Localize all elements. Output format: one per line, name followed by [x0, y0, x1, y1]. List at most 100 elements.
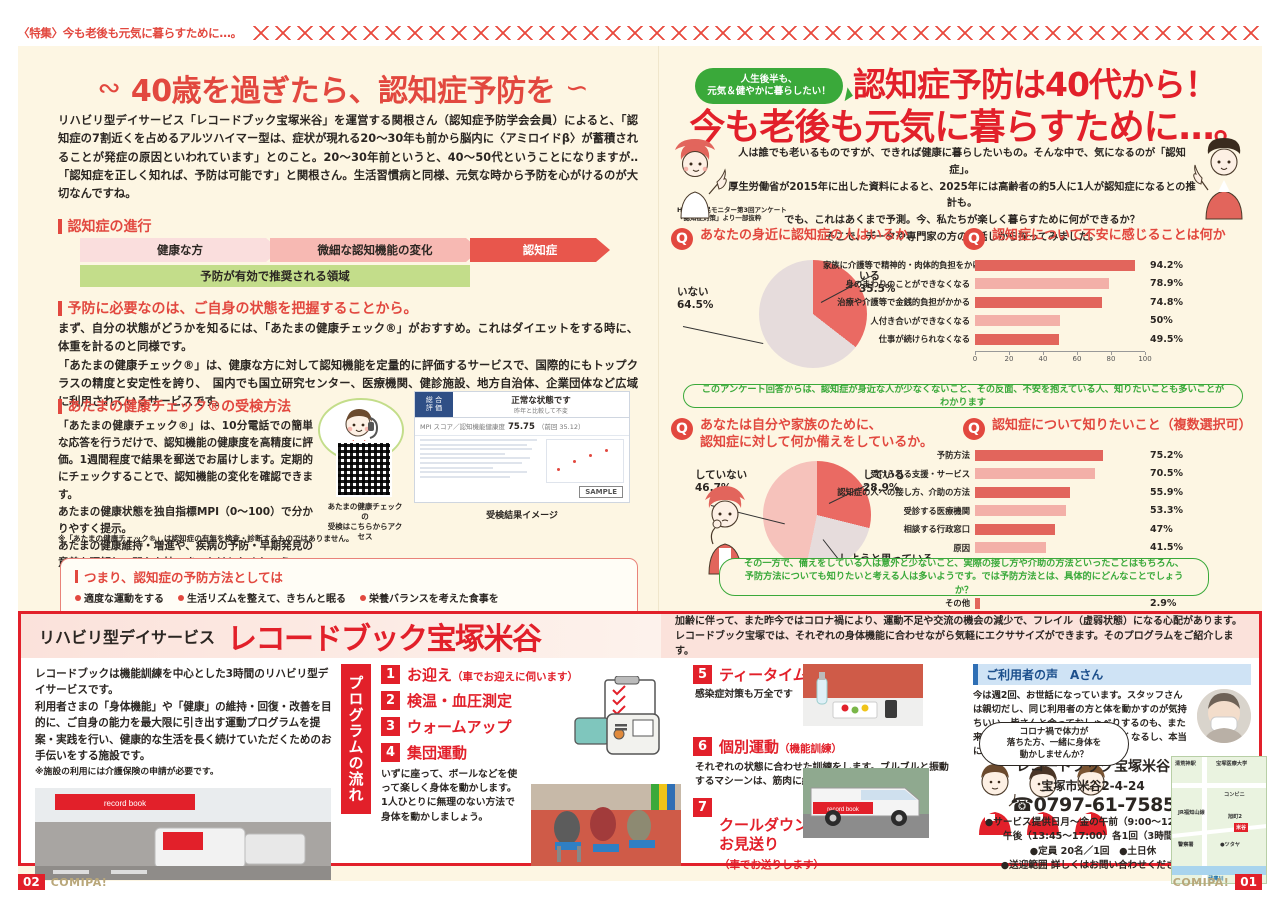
- ad-intro-note: ※施設の利用には介護保険の申請が必要です。: [35, 767, 219, 778]
- qr-code[interactable]: [336, 441, 392, 497]
- step-title-text: クールダウン、 お見送り: [719, 816, 824, 854]
- map-road-horizontal: [1172, 783, 1266, 788]
- section2-body: まず、自分の状態がどうかを知るには、「あたまの健康チェック®」がおすすめ。これは…: [58, 322, 638, 409]
- step-number: 4: [381, 743, 400, 762]
- bar-value-label: 53.3%: [1150, 505, 1183, 516]
- page-spine: [658, 46, 659, 611]
- ad-header: リハビリ型デイサービス レコードブック宝塚米谷 加齢に伴って、また昨今ではコロナ…: [21, 614, 1259, 658]
- question-block-q2: Q 認知症について不安に感じることは何か 家族に介護等で精神的・肉体的負担をかけ…: [823, 228, 1263, 365]
- axis-tick-label: 100: [1138, 354, 1152, 363]
- survey-note-2-text: その一方で、備えをしている人は意外と少ないこと、実際の接し方や介助の方法といった…: [744, 557, 1184, 596]
- contact-block: コロナ禍で体力が 落ちた方、一緒に身体を 動かしませんか？ レコードブック宝塚米…: [973, 722, 1213, 874]
- map-label: 清荒神駅: [1175, 761, 1196, 767]
- hero-headline-1: 認知症予防は40代から！: [853, 65, 1218, 104]
- step-title-text: お迎え: [407, 666, 453, 684]
- bar-value-label: 55.9%: [1150, 486, 1183, 498]
- voice-heading: ご利用者の声 Aさん: [973, 664, 1251, 685]
- right-page: 人生後半も、 元気＆健やかに暮らしたい！ 認知症予防は40代から！ 今も老後も元…: [659, 46, 1263, 627]
- staff-illustrations: [973, 758, 1123, 836]
- bar-fill: [975, 315, 1060, 326]
- contact-hours-line: 午後（13:45〜17:00）各1回（3時間）: [1003, 831, 1183, 843]
- q3-title: あなたは自分や家族のために、 認知症に対して何か備えをしているか。: [700, 418, 933, 450]
- bar-track: [975, 449, 1145, 461]
- contact-pickup-line: ●送迎範囲 詳しくはお問い合わせください: [1000, 860, 1186, 872]
- bar-track: [975, 315, 1145, 326]
- ad-brand-name: レコードブック宝塚米谷: [227, 622, 542, 657]
- section3-body: 「あたまの健康チェック®」は、10分電話での簡単な応答を行うだけで、認知機能の健…: [58, 420, 313, 569]
- map-label: 武庫川: [1208, 876, 1224, 882]
- map-river: [1172, 866, 1266, 875]
- flourish-left-icon: ∾: [97, 71, 121, 104]
- bar-category-label: 相談する行政窓口: [903, 524, 970, 534]
- step-title: 集団運動: [407, 742, 467, 763]
- program-step: 1 お迎え（車でお迎えに伺います）: [381, 664, 681, 685]
- customer-voice-box: ご利用者の声 Aさん 今は週2回、お世話になっています。スタッフさんは親切だし、…: [973, 664, 1251, 759]
- step-title: ティータイム: [719, 664, 808, 685]
- bar-value-label: 2.9%: [1150, 597, 1177, 609]
- q-badge-icon: Q: [671, 228, 693, 250]
- bar-category-label: 認知症の人への接し方、介助の方法: [837, 487, 970, 497]
- section3-footnote: ※「あたまの健康チェック®」は認知症の有無を検査・診断するものではありません。: [58, 534, 354, 543]
- phone-icon: ☎: [1010, 794, 1034, 816]
- step-title: お迎え（車でお迎えに伺います）: [407, 664, 578, 685]
- result-badge: 総 合 評 価: [415, 392, 453, 417]
- progression-diagram: 健康な方 微細な認知機能の変化 認知症 予防が有効で推奨される領域: [80, 238, 620, 287]
- bar-fill: [975, 505, 1066, 516]
- program-step: 5 ティータイム: [693, 664, 963, 685]
- map-road-diagonal: [1172, 823, 1266, 839]
- q2-title: 認知症について不安に感じることは何か: [992, 228, 1226, 243]
- bar-category-label: 人付き合いができなくなる: [870, 315, 970, 326]
- pie-graphic: [759, 260, 867, 368]
- page-title: 40歳を過ぎたら、認知症予防を: [130, 74, 556, 109]
- bar-fill: [975, 597, 980, 609]
- group-exercise-photo: [531, 784, 681, 866]
- result-subline: 昨年と比較して不変: [514, 408, 568, 415]
- map-road-vertical: [1202, 757, 1207, 883]
- woman-pointing-illustration: [667, 138, 729, 220]
- step-title-text: ウォームアップ: [407, 718, 512, 736]
- question-block-q1: Q あなたの身近に認知症の人はいるか いる 35.5% いない 64.5%: [671, 228, 959, 376]
- step-number: 7: [693, 797, 712, 817]
- bar-value-label: 75.2%: [1150, 449, 1183, 461]
- bar-fill: [975, 278, 1110, 289]
- program-step: 2 検温・血圧測定: [381, 690, 681, 711]
- ad-header-text: 加齢に伴って、また昨今ではコロナ禍により、運動不足や交流の機会の減少で、フレイル…: [675, 615, 1242, 657]
- running-head: 〈特集〉今も老後も元気に暮らすために…。: [18, 22, 1262, 44]
- step-description: それぞれの状態に合わせた訓練をします。ブルブルと振動するマシーンは、筋肉に緩やか…: [695, 762, 949, 788]
- blood-pressure-illustration: [557, 676, 677, 776]
- bar-value-label: 94.2%: [1150, 259, 1183, 271]
- step-title-text: 集団運動: [407, 744, 468, 762]
- q1-title: あなたの身近に認知症の人はいるか: [700, 228, 909, 243]
- advertisement-block: リハビリ型デイサービス レコードブック宝塚米谷 加齢に伴って、また昨今ではコロナ…: [18, 611, 1267, 884]
- running-head-text: 〈特集〉今も老後も元気に暮らすために…。: [18, 26, 242, 40]
- step-title-suffix: （機能訓練）: [779, 743, 843, 756]
- ad-kicker: リハビリ型デイサービス: [39, 628, 216, 647]
- step-number: 6: [693, 737, 712, 757]
- result-sheet-mock: 総 合 評 価 正常な状態です 昨年と比較して不変 MPI スコア／認知機能健康…: [414, 391, 630, 503]
- step-title: 個別運動（機能訓練）: [719, 736, 842, 757]
- location-map: 清荒神駅 宝塚医療大学 コンビニ JR福知山線 旭町2 警察署 ●ツタヤ 米谷 …: [1171, 756, 1267, 884]
- map-label: 宝塚医療大学: [1216, 761, 1248, 767]
- contact-telephone[interactable]: ☎0797-61-7585: [973, 794, 1213, 816]
- contact-address: 宝塚市米谷2-4-24: [1041, 779, 1145, 793]
- hero-body-text: 人は誰でも老いるものですが、できれば健康に暮らしたいもの。そんな中で、気になるの…: [728, 148, 1196, 244]
- ad-body: レコードブックは機能訓練を中心とした3時間のリハビリ型デイサービスです。 利用者…: [21, 658, 1267, 884]
- q1-leader-line-2: [682, 326, 764, 345]
- bar-fill: [975, 523, 1055, 535]
- progression-stage-healthy: 健康な方: [80, 238, 280, 262]
- progression-stage-mci: 微細な認知機能の変化: [270, 238, 480, 262]
- qr-caption: あたまの健康チェックの 受検はこちらからアクセス: [327, 502, 403, 542]
- program-step: 7 クールダウン、 お見送り （車でお送りします）: [693, 797, 963, 892]
- bar-category-label: 予防方法: [936, 450, 970, 460]
- program-flow-tab: プログラムの流れ: [341, 664, 371, 814]
- bar-value-label: 49.5%: [1150, 333, 1183, 345]
- result-mpi-label: MPI スコア／認知機能健康度: [420, 423, 506, 431]
- ad-intro-column: レコードブックは機能訓練を中心とした3時間のリハビリ型デイサービスです。 利用者…: [35, 666, 335, 881]
- axis-tick-label: 0: [972, 354, 978, 363]
